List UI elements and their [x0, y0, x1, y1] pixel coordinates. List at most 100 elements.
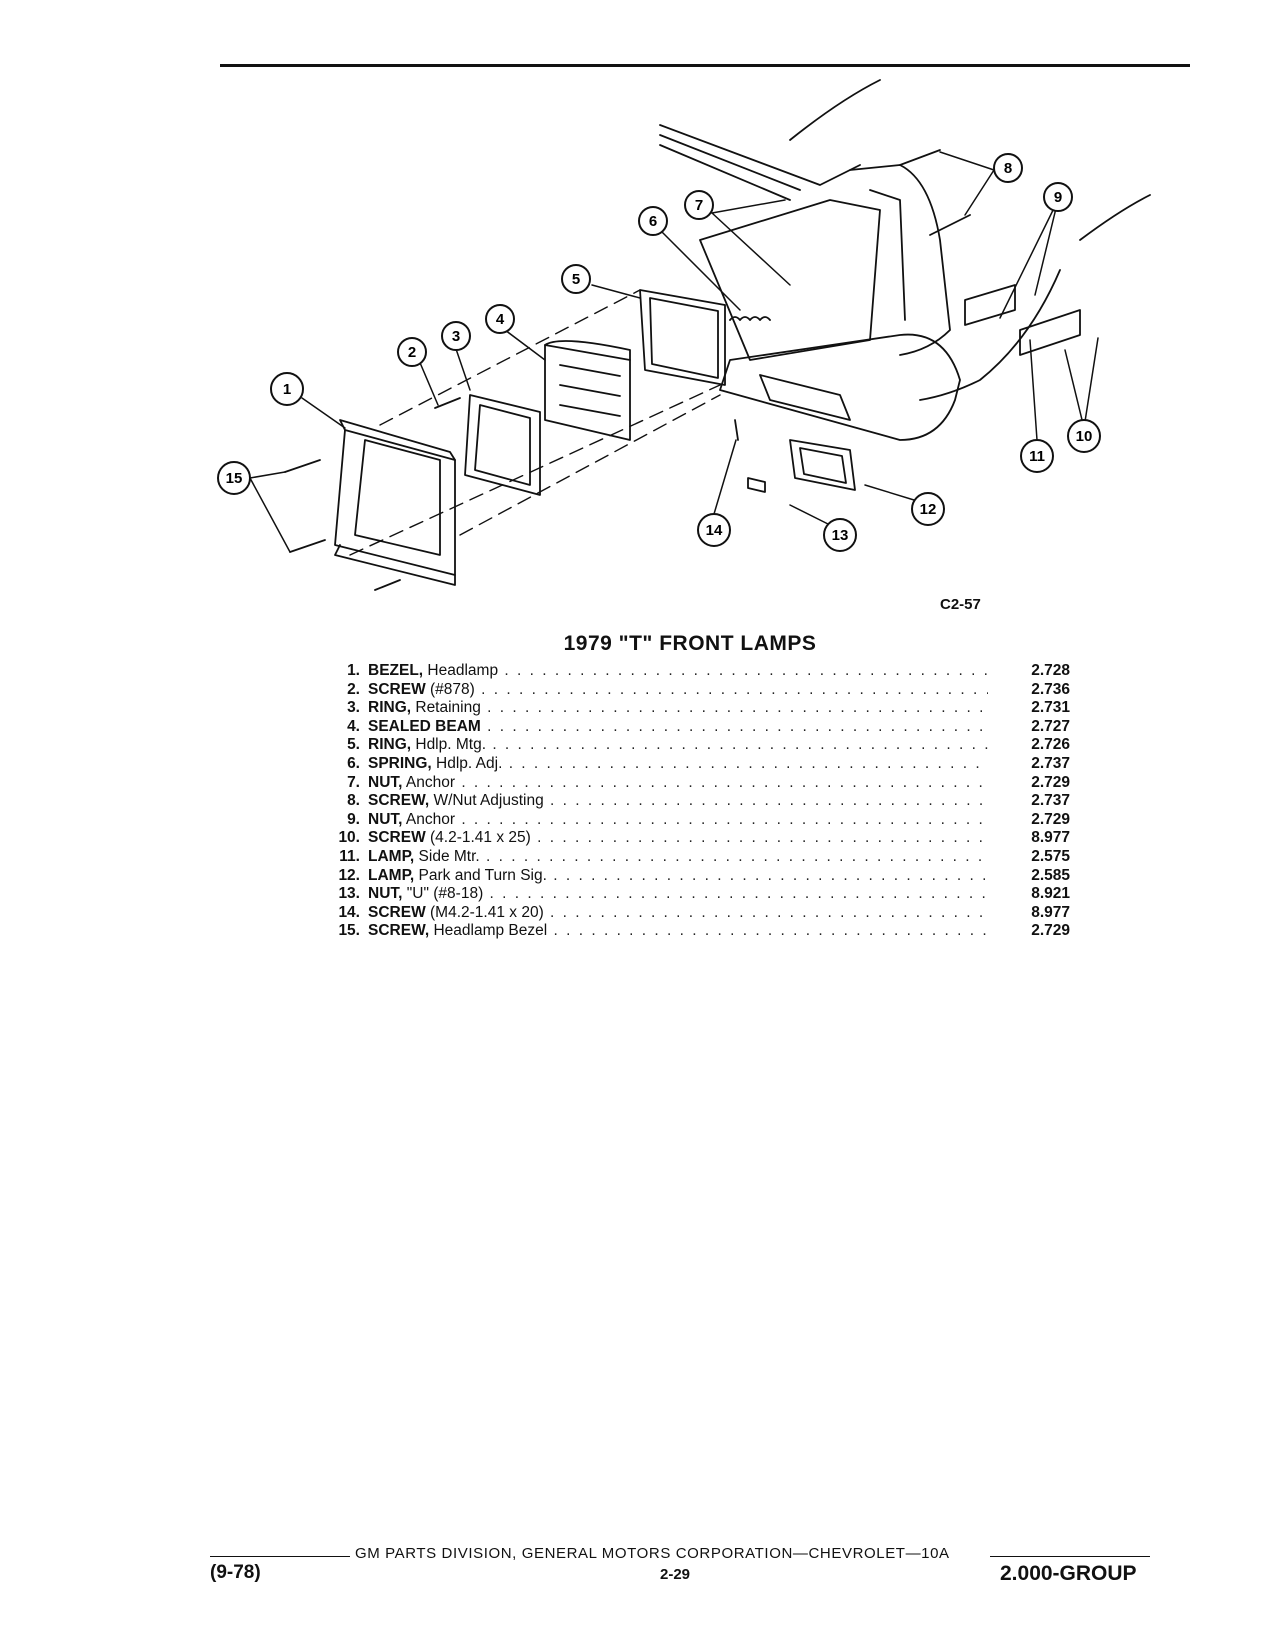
part-row: 8. SCREW, W/Nut Adjusting . . . . . . . .… — [320, 792, 1070, 811]
part-description: BEZEL, Headlamp . . . . . . . . . . . . … — [368, 662, 988, 681]
svg-text:9: 9 — [1054, 189, 1062, 206]
svg-text:1: 1 — [283, 381, 291, 398]
adj-spring — [729, 316, 771, 321]
part-name: RING, — [368, 736, 412, 754]
figure-title-text: 1979 "T" FRONT LAMPS — [563, 632, 817, 655]
group-number: 8.977 — [1031, 829, 1070, 847]
group-number: 2.729 — [1031, 922, 1070, 940]
footer-date: (9-78) — [210, 1562, 261, 1583]
callout-5: 5 — [561, 264, 591, 294]
part-row: 9.NUT, Anchor . . . . . . . . . . . . . … — [320, 811, 1070, 830]
part-description: SCREW, Headlamp Bezel . . . . . . . . . … — [368, 922, 988, 941]
part-number: 15. — [338, 922, 360, 940]
part-detail: (4.2-1.41 x 25) — [425, 829, 531, 847]
part-description: SCREW, W/Nut Adjusting . . . . . . . . .… — [368, 792, 988, 811]
footer-rule-left — [210, 1556, 350, 1557]
group-number: 8.921 — [1031, 885, 1070, 903]
part-detail: Retaining — [411, 699, 481, 717]
part-number: 13. — [338, 885, 360, 903]
svg-text:10: 10 — [1076, 428, 1093, 445]
part-name: SCREW — [368, 680, 426, 698]
mounting-ring — [639, 289, 726, 386]
group-number: 2.585 — [1031, 866, 1070, 884]
right-fender — [1079, 194, 1151, 241]
part-name: NUT, — [368, 773, 403, 791]
part-row: 12.LAMP, Park and Turn Sig. . . . . . . … — [320, 867, 1070, 886]
svg-text:8: 8 — [1004, 160, 1012, 177]
part-number: 4. — [347, 717, 360, 735]
svg-text:15: 15 — [226, 470, 243, 487]
group-number: 2.729 — [1031, 810, 1070, 828]
svg-text:3: 3 — [452, 328, 460, 345]
group-number: 8.977 — [1031, 903, 1070, 921]
leader-dots: . . . . . . . . . . . . . . . . . . . . … — [508, 754, 988, 772]
part-detail: "U" (#8-18) — [402, 885, 484, 903]
part-row: 2.SCREW (#878) . . . . . . . . . . . . .… — [320, 681, 1070, 700]
adj-screw-lower — [929, 214, 971, 236]
leader-dots: . . . . . . . . . . . . . . . . . . . . … — [553, 866, 988, 884]
top-rule — [220, 64, 1190, 67]
callout-10: 10 — [1067, 419, 1101, 453]
part-description: NUT, Anchor . . . . . . . . . . . . . . … — [368, 811, 988, 830]
footer-group: 2.000-GROUP — [1000, 1562, 1137, 1585]
part-name: SCREW — [368, 829, 426, 847]
bumper — [719, 333, 961, 441]
group-number: 2.731 — [1031, 699, 1070, 717]
part-name: SCREW, — [368, 792, 430, 810]
park-turn-lamp — [789, 439, 856, 491]
part-name: SPRING, — [368, 754, 432, 772]
group-number: 2.727 — [1031, 717, 1070, 735]
callout-8: 8 — [993, 153, 1023, 183]
figure-title: 1979 "T" FRONT LAMPS — [0, 632, 1280, 656]
hood-line — [789, 79, 881, 141]
retaining-ring — [464, 394, 541, 496]
part-description: SPRING, Hdlp. Adj. . . . . . . . . . . .… — [368, 755, 988, 774]
part-detail: Anchor — [402, 773, 456, 791]
callout-11: 11 — [1020, 439, 1054, 473]
part-number: 3. — [347, 699, 360, 717]
part-number: 1. — [347, 662, 360, 679]
part-detail: Side Mtr. — [414, 847, 480, 865]
callout-4: 4 — [485, 304, 515, 334]
part-number: 7. — [347, 773, 360, 791]
leader-dots: . . . . . . . . . . . . . . . . . . . . … — [487, 699, 988, 717]
parts-list: 1. BEZEL, Headlamp . . . . . . . . . . . … — [320, 662, 1070, 941]
part-number: 14. — [338, 903, 360, 921]
part-name: BEZEL, — [368, 662, 424, 679]
part-detail: Anchor — [402, 810, 456, 828]
part-row: 14.SCREW (M4.2-1.41 x 20) . . . . . . . … — [320, 904, 1070, 923]
footer-publisher: GM PARTS DIVISION, GENERAL MOTORS CORPOR… — [355, 1545, 950, 1562]
part-number: 2. — [347, 680, 360, 698]
leader-dots: . . . . . . . . . . . . . . . . . . . . … — [537, 829, 988, 847]
headlamp-opening — [699, 199, 881, 361]
part-name: NUT, — [368, 810, 403, 828]
part-number: 5. — [347, 736, 360, 754]
footer-page-number: 2-29 — [660, 1566, 691, 1583]
part-description: LAMP, Park and Turn Sig. . . . . . . . .… — [368, 867, 988, 886]
part-row: 6.SPRING, Hdlp. Adj. . . . . . . . . . .… — [320, 755, 1070, 774]
part-number: 10. — [338, 829, 360, 847]
callout-1: 1 — [270, 372, 304, 406]
leader-dots: . . . . . . . . . . . . . . . . . . . . … — [489, 885, 988, 903]
part-row: 5.RING, Hdlp. Mtg. . . . . . . . . . . .… — [320, 736, 1070, 755]
part-number: 8. — [347, 792, 360, 810]
fender-front — [849, 164, 951, 356]
side-marker-lamp — [1019, 309, 1081, 356]
sealed-beam — [544, 344, 631, 441]
part-name: SEALED BEAM — [368, 717, 481, 735]
leader-dots: . . . . . . . . . . . . . . . . . . . . … — [487, 717, 988, 735]
part-name: SCREW, — [368, 922, 430, 940]
screw-2 — [434, 397, 461, 409]
group-number: 2.736 — [1031, 680, 1070, 698]
svg-text:4: 4 — [496, 311, 505, 328]
svg-text:2: 2 — [408, 344, 416, 361]
leader-dots: . . . . . . . . . . . . . . . . . . . . … — [461, 810, 988, 828]
group-number: 2.575 — [1031, 847, 1070, 865]
callout-12: 12 — [911, 492, 945, 526]
callout-3: 3 — [441, 321, 471, 351]
side-marker — [964, 284, 1016, 326]
part-row: 7.NUT, Anchor . . . . . . . . . . . . . … — [320, 774, 1070, 793]
svg-text:11: 11 — [1029, 448, 1045, 465]
adj-screw-upper — [899, 149, 941, 166]
callout-14: 14 — [697, 513, 731, 547]
